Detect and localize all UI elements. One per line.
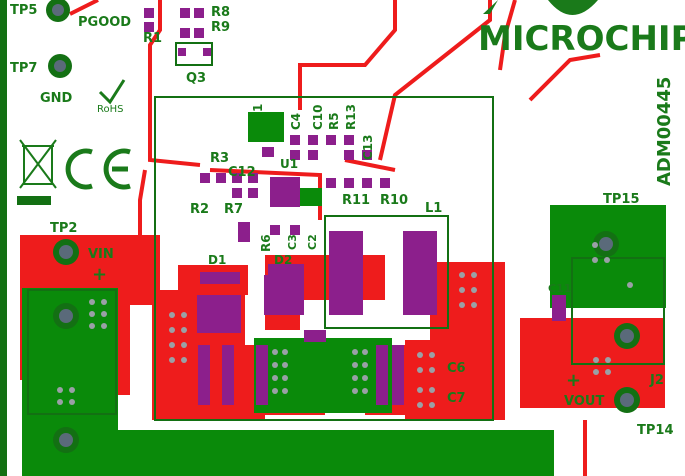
label-vin: VIN — [88, 247, 114, 262]
label-r9: R9 — [211, 20, 230, 35]
label-r5: R5 — [327, 112, 341, 130]
label-j2: J2 — [649, 373, 664, 388]
label-c13: C13 — [361, 134, 375, 160]
label-r13: R13 — [344, 104, 358, 130]
label-r11: R11 — [342, 193, 370, 208]
label-gnd: GND — [40, 91, 73, 106]
label-tp7: TP7 — [10, 61, 37, 76]
ground-pours — [22, 112, 666, 476]
weee-bin-icon — [19, 139, 57, 189]
label-r6: R6 — [259, 234, 273, 252]
label-c4: C4 — [289, 113, 303, 130]
label-r1: R1 — [143, 31, 162, 46]
label-r10: R10 — [380, 193, 408, 208]
label-c12: C12 — [228, 165, 256, 180]
label-tp2: TP2 — [50, 221, 77, 236]
brand-name: MICROCHIP — [478, 19, 685, 59]
label-d2: D2 — [274, 253, 292, 267]
label-vout: VOUT — [564, 394, 604, 409]
microchip-logo-icon — [483, 0, 598, 15]
part-number: ADM00445 — [654, 77, 675, 186]
label-c10: C10 — [311, 104, 325, 130]
ce-mark-icon — [65, 148, 131, 190]
label-tp15: TP15 — [603, 192, 640, 207]
label-r3: R3 — [210, 151, 229, 166]
label-vin-plus: + — [92, 264, 107, 285]
rohs-label: RoHS — [97, 104, 123, 115]
silk-outlines — [17, 42, 665, 421]
label-c7: C7 — [447, 391, 466, 406]
label-tp14: TP14 — [637, 423, 674, 438]
component-pads — [144, 8, 566, 405]
label-q3: Q3 — [186, 71, 206, 86]
label-d1: D1 — [208, 253, 226, 267]
label-c11: C11 — [548, 282, 571, 295]
label-one: 1 — [251, 104, 265, 112]
board-left-edge — [0, 0, 7, 476]
label-c2: C2 — [306, 234, 319, 250]
label-r2: R2 — [190, 202, 209, 217]
label-pgood: PGOOD — [78, 15, 131, 30]
test-points — [46, 0, 640, 453]
via-arrays — [57, 242, 633, 408]
label-vout-plus: + — [566, 370, 581, 391]
label-l1: L1 — [425, 201, 442, 216]
rohs-check-icon — [98, 79, 126, 105]
label-c6: C6 — [447, 361, 466, 376]
label-r7: R7 — [224, 202, 243, 217]
label-tp5: TP5 — [10, 3, 37, 18]
label-c3: C3 — [286, 234, 299, 250]
label-u1: U1 — [280, 157, 298, 171]
label-r8: R8 — [211, 5, 230, 20]
